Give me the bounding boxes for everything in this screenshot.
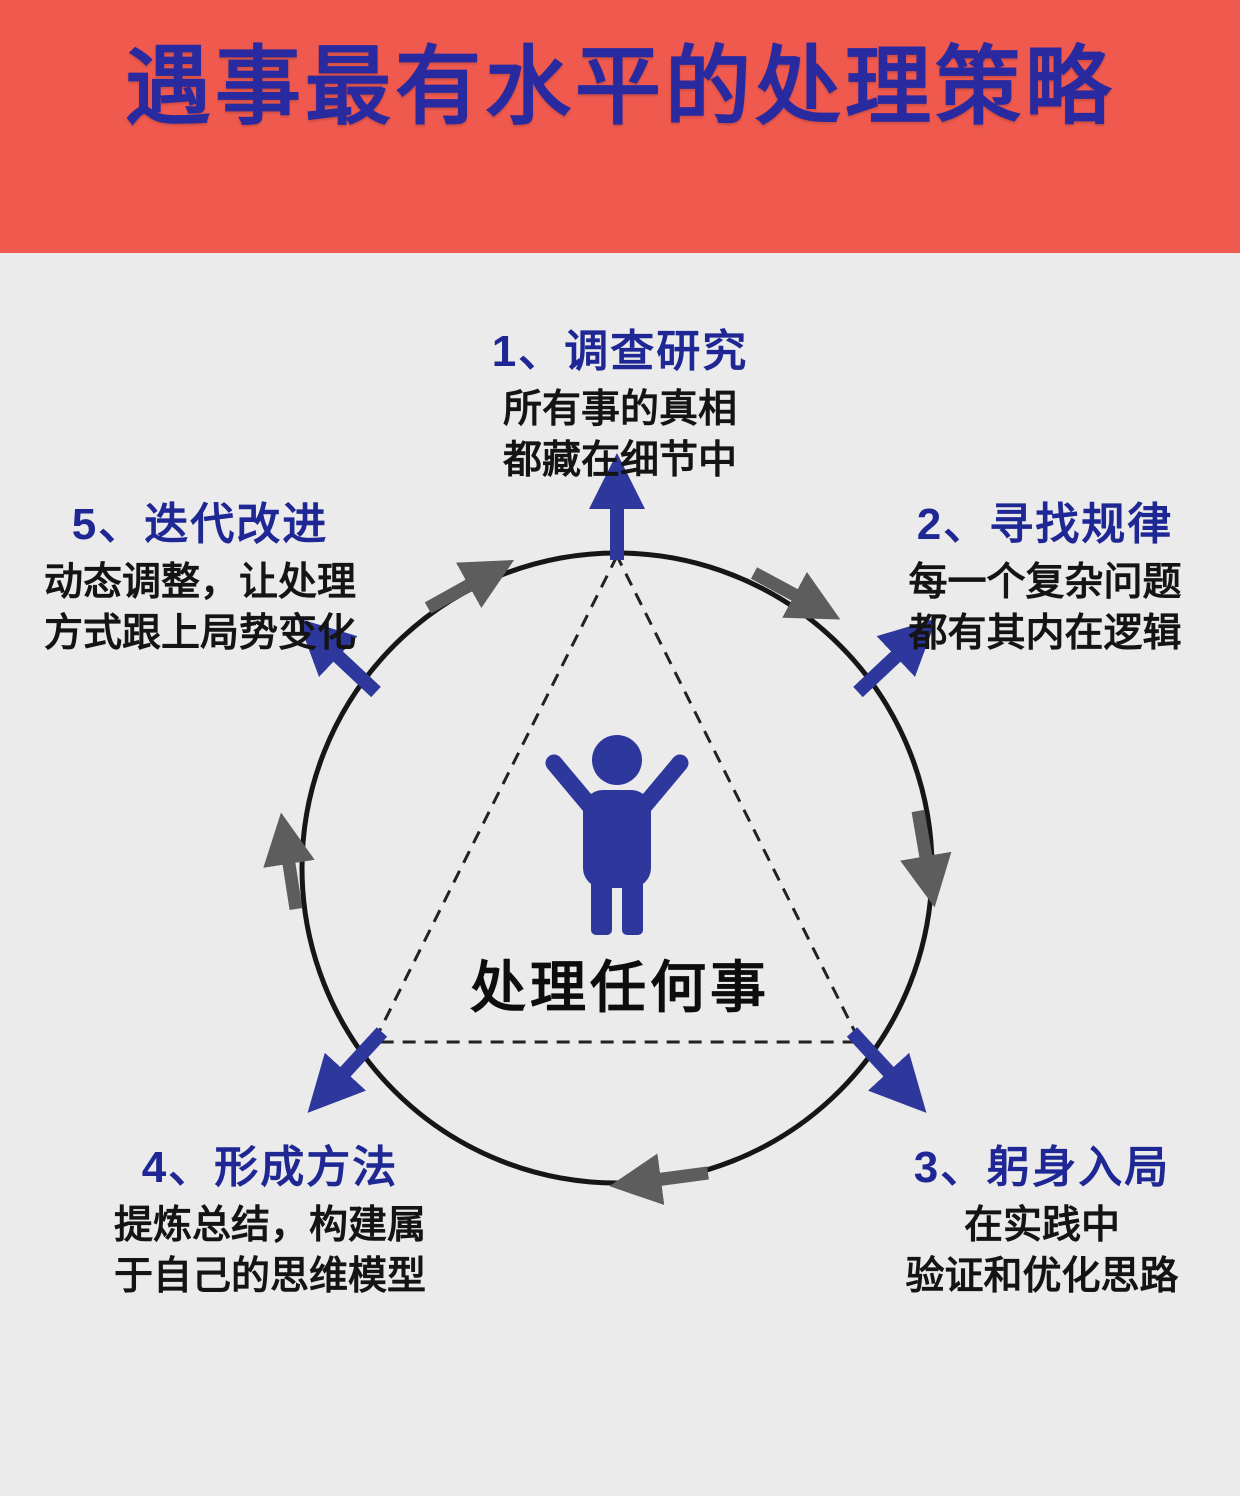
step-1-desc-line2: 都藏在细节中 [502, 438, 737, 482]
person-arm-right [635, 754, 689, 815]
person-leg-left [591, 873, 612, 935]
person-head [592, 735, 642, 785]
step-5-desc-line1: 动态调整，让处理 [43, 561, 356, 604]
center-label: 处理任何事 [470, 956, 770, 1019]
outward-arrow-step5 [297, 618, 381, 698]
outward-arrow-step3 [846, 1027, 927, 1113]
rotation-arrow-bottom [609, 1153, 709, 1206]
step-3: 3、躬身入局 在实践中 验证和优化思路 [862, 1131, 1222, 1302]
step-3-title: 3、躬身入局 [913, 1143, 1171, 1192]
rotation-arrow-right [900, 809, 952, 908]
person-leg-right [622, 873, 643, 935]
step-3-desc-line2: 验证和优化思路 [905, 1254, 1179, 1298]
person-icon [545, 735, 689, 935]
page-title: 遇事最有水平的处理策略 [125, 39, 1115, 135]
step-4-desc-line1: 提炼总结，构建属 [113, 1204, 426, 1247]
person-arm-left [545, 754, 599, 815]
rotation-arrow-top-right [750, 567, 841, 620]
step-1-title: 1、调查研究 [491, 327, 749, 376]
rotation-arrow-left [263, 812, 315, 910]
cycle-diagram [263, 453, 952, 1206]
step-2-desc-line1: 每一个复杂问题 [908, 561, 1182, 604]
step-5-title: 5、迭代改进 [71, 500, 329, 549]
step-4-title: 4、形成方法 [141, 1143, 399, 1192]
inner-triangle [371, 552, 863, 1044]
header-banner: 遇事最有水平的处理策略 [0, 0, 1240, 253]
rotation-arrow-top-left [424, 560, 515, 614]
diagram-area: 处理任何事 1、调查研究 所有事的真相 都藏在细节中 2、寻找规律 每一个复杂问… [0, 253, 1240, 1496]
step-5: 5、迭代改进 动态调整，让处理 方式跟上局势变化 [15, 488, 385, 659]
step-2-title: 2、寻找规律 [916, 500, 1174, 549]
step-3-desc-line1: 在实践中 [963, 1204, 1120, 1247]
outward-arrow-step4 [307, 1027, 388, 1113]
step-2: 2、寻找规律 每一个复杂问题 都有其内在逻辑 [870, 488, 1220, 659]
step-4: 4、形成方法 提炼总结，构建属 于自己的思维模型 [80, 1131, 460, 1302]
step-1: 1、调查研究 所有事的真相 都藏在细节中 [340, 315, 900, 486]
person-body [583, 790, 651, 888]
step-2-desc-line2: 都有其内在逻辑 [908, 611, 1182, 655]
step-4-desc-line2: 于自己的思维模型 [113, 1254, 426, 1298]
step-5-desc-line2: 方式跟上局势变化 [43, 611, 356, 655]
outward-arrow-step2 [853, 618, 937, 698]
step-1-desc-line1: 所有事的真相 [502, 388, 737, 431]
